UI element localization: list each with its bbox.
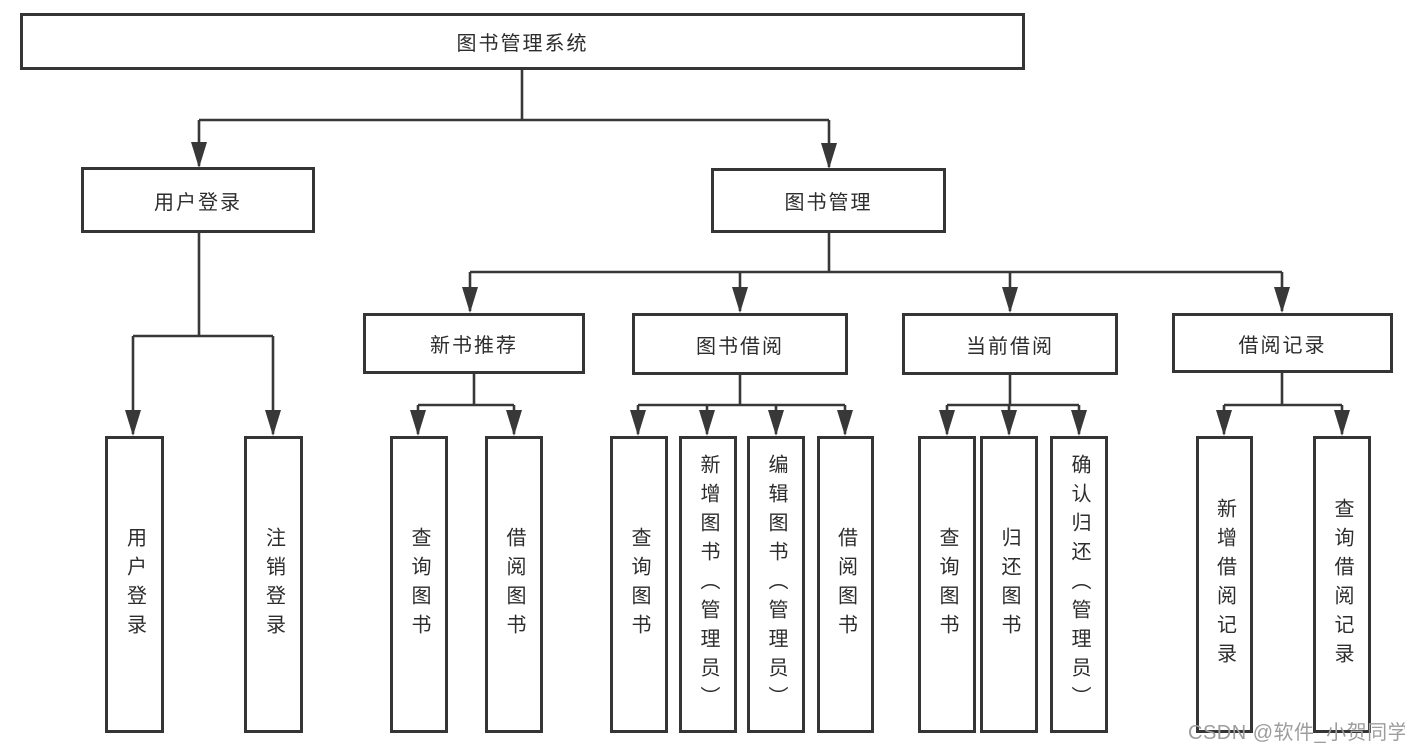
leaf-add-books-admin-label: 新增图书（管理员） [697, 454, 719, 715]
node-borrowing-records: 借阅记录 [1172, 313, 1393, 373]
node-user-login-label: 用户登录 [154, 191, 242, 214]
leaf-add-books-admin: 新增图书（管理员） [679, 436, 737, 733]
leaf-add-borrow-record: 新增借阅记录 [1196, 436, 1253, 733]
leaf-user-login: 用户登录 [105, 436, 164, 733]
node-new-book-recommendation-label: 新书推荐 [430, 335, 518, 357]
node-library-management-system: 图书管理系统 [20, 13, 1025, 70]
node-book-management: 图书管理 [711, 168, 946, 233]
leaf-edit-books-admin-label: 编辑图书（管理员） [765, 454, 787, 715]
node-current-borrowing-label: 当前借阅 [966, 335, 1054, 358]
leaf-query-books-current-label: 查询图书 [936, 526, 958, 643]
leaf-borrow-books-recommend: 借阅图书 [485, 436, 543, 733]
leaf-query-books-current: 查询图书 [918, 436, 976, 733]
leaf-borrow-books-borrowing: 借阅图书 [817, 436, 874, 733]
leaf-logout: 注销登录 [244, 436, 303, 733]
node-book-borrowing: 图书借阅 [632, 313, 848, 375]
leaf-query-books-recommend: 查询图书 [390, 436, 448, 733]
leaf-return-books: 归还图书 [980, 436, 1038, 733]
leaf-edit-books-admin: 编辑图书（管理员） [747, 436, 805, 733]
leaf-logout-label: 注销登录 [262, 526, 285, 643]
node-book-borrowing-label: 图书借阅 [696, 335, 784, 358]
node-user-login: 用户登录 [81, 167, 315, 233]
leaf-confirm-return-admin: 确认归还（管理员） [1050, 436, 1108, 733]
leaf-borrow-books-recommend-label: 借阅图书 [503, 526, 525, 643]
node-library-management-system-label: 图书管理系统 [456, 33, 589, 55]
node-current-borrowing: 当前借阅 [902, 313, 1118, 375]
leaf-query-books-borrowing-label: 查询图书 [628, 526, 650, 643]
leaf-add-borrow-record-label: 新增借阅记录 [1213, 497, 1236, 672]
leaf-query-borrow-record-label: 查询借阅记录 [1331, 497, 1353, 672]
leaf-user-login-label: 用户登录 [123, 526, 146, 643]
leaf-return-books-label: 归还图书 [998, 526, 1020, 643]
node-borrowing-records-label: 借阅记录 [1238, 334, 1327, 357]
csdn-watermark: CSDN @软件_小贺同学 [1188, 722, 1405, 744]
node-book-management-label: 图书管理 [784, 192, 873, 214]
leaf-query-books-recommend-label: 查询图书 [408, 526, 430, 643]
leaf-confirm-return-admin-label: 确认归还（管理员） [1068, 454, 1090, 715]
leaf-borrow-books-borrowing-label: 借阅图书 [834, 526, 857, 643]
node-new-book-recommendation: 新书推荐 [363, 313, 585, 374]
leaf-query-books-borrowing: 查询图书 [610, 436, 668, 733]
leaf-query-borrow-record: 查询借阅记录 [1313, 436, 1371, 733]
